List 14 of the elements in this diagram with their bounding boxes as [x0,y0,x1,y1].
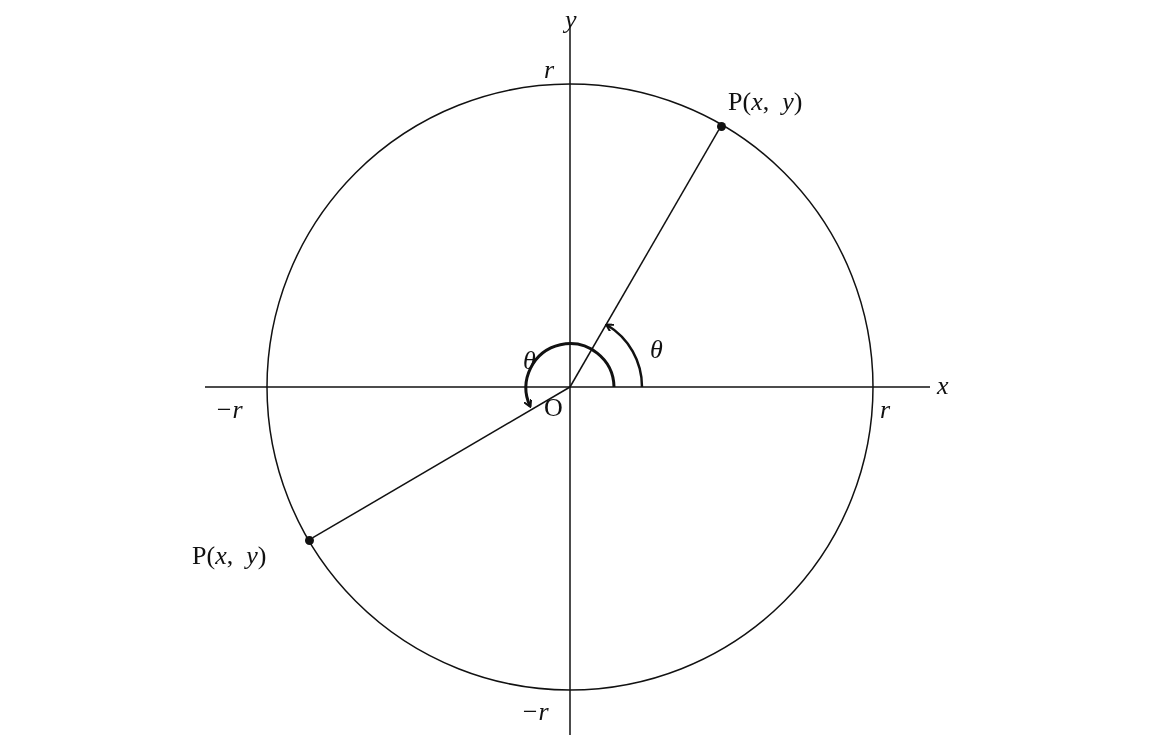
tick-label: r [880,396,891,424]
radius-line [569,129,720,388]
point-label: P(x, y) [192,542,267,570]
tick-label: −r [215,396,243,424]
axis-label: x [937,372,949,400]
point-dot [716,121,726,131]
point-label: P(x, y) [728,88,803,116]
radius-line [312,386,571,539]
axis-label: y [565,6,577,34]
angle-label: θ [650,336,663,364]
origin-label: O [544,387,570,421]
tick-label: r [544,56,555,84]
point-dot [304,535,314,545]
tick-label: −r [521,698,549,726]
